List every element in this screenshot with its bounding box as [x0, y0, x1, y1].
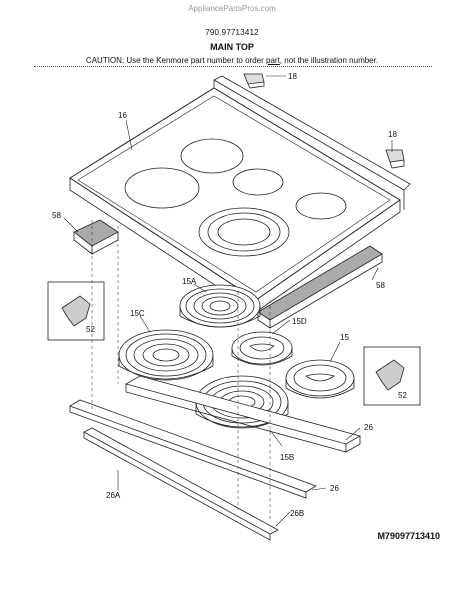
callout-26-lower: 26	[330, 484, 339, 493]
element-15a[interactable]	[179, 284, 261, 328]
watermark: AppliancePartsPros.com	[188, 4, 276, 13]
page-title: MAIN TOP	[210, 42, 254, 52]
callout-58-left: 58	[52, 211, 61, 220]
callout-15c: 15C	[130, 309, 145, 318]
support-rail-upper[interactable]	[124, 375, 362, 453]
bracket-18-right[interactable]	[385, 149, 405, 169]
clip-52-left[interactable]	[61, 295, 91, 327]
support-rail-bottom[interactable]	[83, 427, 279, 541]
element-15c[interactable]	[118, 329, 214, 381]
callout-15: 15	[340, 333, 349, 342]
caution-text-end: , not the illustration number.	[279, 56, 379, 65]
element-15d[interactable]	[231, 331, 293, 366]
callout-52-left: 52	[86, 325, 95, 334]
callout-16: 16	[118, 111, 127, 120]
callout-18-top: 18	[288, 72, 297, 81]
callout-26b: 26B	[290, 509, 304, 518]
callouts: 16 18 18 58 58 15A 15C 15D 15 52 52 26 1…	[52, 72, 407, 518]
callout-52-right: 52	[398, 391, 407, 400]
caution-note: CAUTION: Use the Kenmore part number to …	[0, 56, 464, 65]
callout-15a: 15A	[182, 277, 197, 286]
clip-52-right[interactable]	[375, 359, 405, 391]
callout-15b: 15B	[280, 453, 294, 462]
element-15[interactable]	[285, 359, 355, 399]
alignment-lines	[91, 220, 271, 520]
diagram-code: M79097713410	[377, 531, 440, 541]
support-rail-lower[interactable]	[69, 399, 317, 499]
cooktop-glass[interactable]	[69, 75, 411, 313]
leader-lines	[63, 75, 393, 527]
callout-15d: 15D	[292, 317, 307, 326]
insulation-strip-left[interactable]	[73, 219, 119, 255]
bracket-18-top[interactable]	[243, 73, 265, 89]
part-link[interactable]: part	[266, 56, 280, 65]
callout-58-right: 58	[376, 281, 385, 290]
divider	[34, 66, 432, 67]
callout-26-upper: 26	[364, 423, 373, 432]
model-number: 790.97713412	[205, 28, 259, 37]
callout-18-right: 18	[388, 130, 397, 139]
caution-text: CAUTION: Use the Kenmore part number to …	[85, 56, 266, 65]
callout-26a: 26A	[106, 491, 121, 500]
